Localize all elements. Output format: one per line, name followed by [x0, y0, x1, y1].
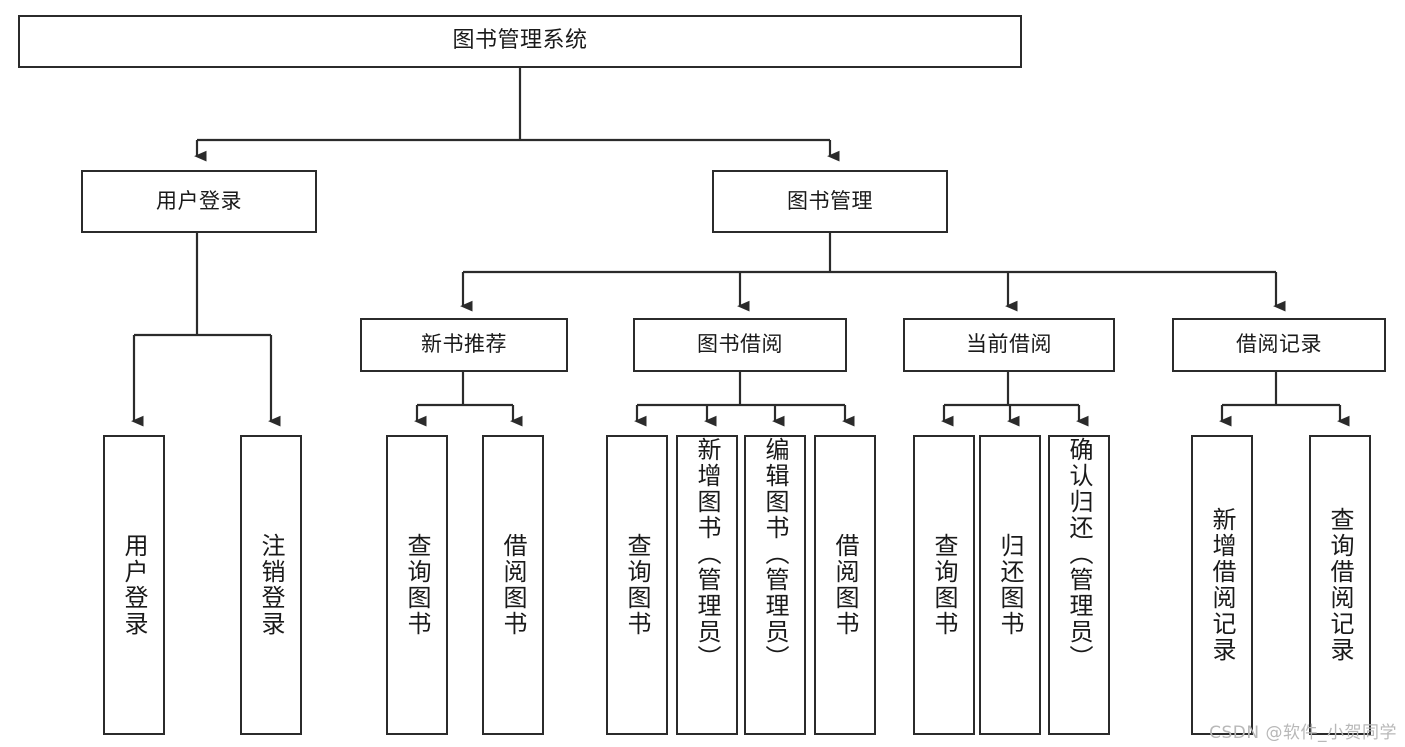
- leaf-record-query-record[interactable]: 查询借阅记录: [1309, 435, 1371, 735]
- node-label: 用户登录: [120, 533, 148, 637]
- leaf-current-confirm-return-admin[interactable]: 确认归还（管理员）: [1048, 435, 1110, 735]
- leaf-borrow-add-book-admin[interactable]: 新增图书（管理员）: [676, 435, 738, 735]
- node-root-library-system[interactable]: 图书管理系统: [18, 15, 1022, 68]
- node-label: 新增借阅记录: [1208, 507, 1236, 663]
- node-label: 图书借阅: [697, 332, 783, 357]
- node-label: 查询图书: [623, 533, 651, 637]
- leaf-current-return-book[interactable]: 归还图书: [979, 435, 1041, 735]
- node-label: 归还图书: [996, 533, 1024, 637]
- leaf-user-login-login[interactable]: 用户登录: [103, 435, 165, 735]
- leaf-current-query-book[interactable]: 查询图书: [913, 435, 975, 735]
- node-label: 查询图书: [930, 533, 958, 637]
- node-label: 新增图书（管理员）: [693, 437, 721, 671]
- node-label: 借阅记录: [1236, 332, 1322, 357]
- node-label: 查询图书: [403, 533, 431, 637]
- leaf-borrow-edit-book-admin[interactable]: 编辑图书（管理员）: [744, 435, 806, 735]
- node-label: 当前借阅: [966, 332, 1052, 357]
- node-label: 注销登录: [257, 533, 285, 637]
- node-label: 图书管理系统: [452, 28, 588, 54]
- node-user-login[interactable]: 用户登录: [81, 170, 317, 233]
- node-label: 确认归还（管理员）: [1065, 437, 1093, 671]
- node-label: 用户登录: [156, 188, 242, 213]
- leaf-user-login-logout[interactable]: 注销登录: [240, 435, 302, 735]
- node-current-borrow[interactable]: 当前借阅: [903, 318, 1115, 372]
- leaf-new-book-query[interactable]: 查询图书: [386, 435, 448, 735]
- node-borrow-record[interactable]: 借阅记录: [1172, 318, 1386, 372]
- node-book-borrow[interactable]: 图书借阅: [633, 318, 847, 372]
- node-label: 查询借阅记录: [1326, 507, 1354, 663]
- node-book-management[interactable]: 图书管理: [712, 170, 948, 233]
- node-label: 借阅图书: [499, 533, 527, 637]
- leaf-borrow-borrow-book[interactable]: 借阅图书: [814, 435, 876, 735]
- leaf-record-add-record[interactable]: 新增借阅记录: [1191, 435, 1253, 735]
- leaf-new-book-borrow[interactable]: 借阅图书: [482, 435, 544, 735]
- node-label: 编辑图书（管理员）: [761, 437, 789, 671]
- node-new-book-recommend[interactable]: 新书推荐: [360, 318, 568, 372]
- node-label: 借阅图书: [831, 533, 859, 637]
- node-label: 图书管理: [787, 188, 873, 213]
- node-label: 新书推荐: [421, 332, 507, 357]
- leaf-borrow-query-book[interactable]: 查询图书: [606, 435, 668, 735]
